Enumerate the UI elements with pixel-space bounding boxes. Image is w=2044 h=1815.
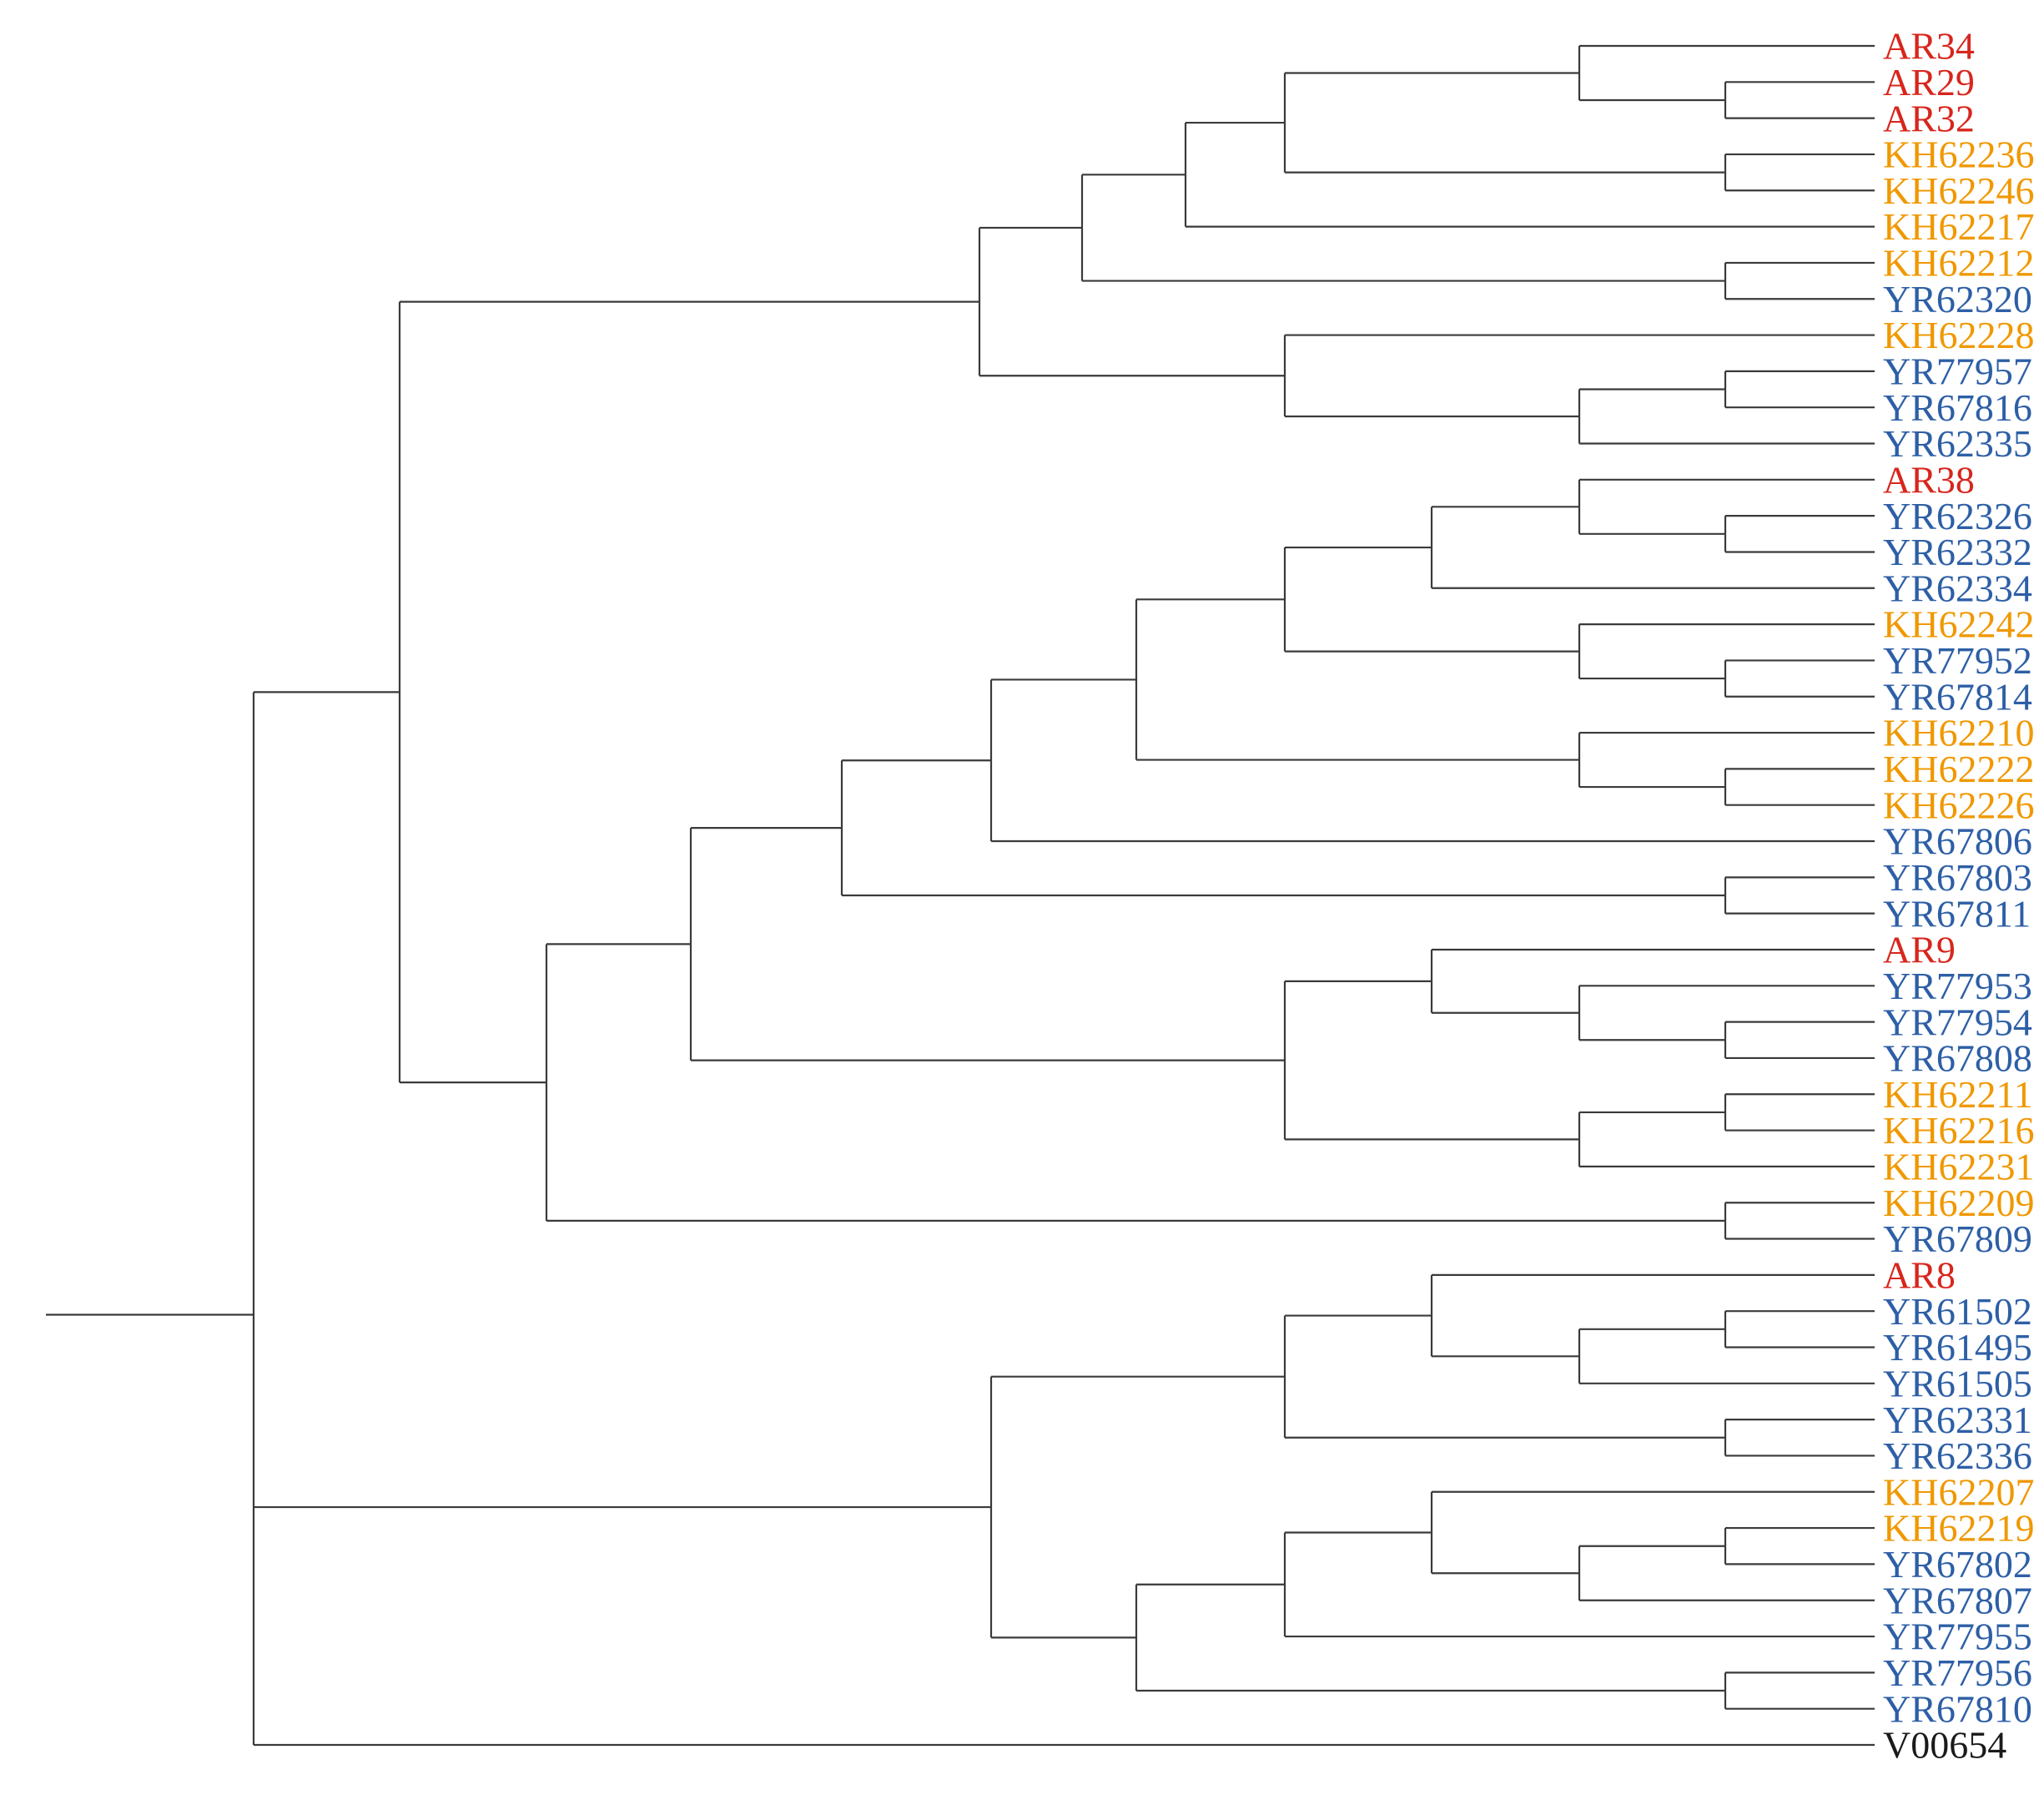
taxon-label-AR32: AR32 <box>1883 97 1975 139</box>
taxon-label-YR62334: YR62334 <box>1883 567 2032 609</box>
taxon-label-KH62210: KH62210 <box>1883 712 2034 754</box>
taxon-label-KH62211: KH62211 <box>1883 1073 2033 1116</box>
taxon-label-YR61505: YR61505 <box>1883 1362 2032 1404</box>
taxon-label-KH62209: KH62209 <box>1883 1182 2034 1224</box>
taxon-label-YR67808: YR67808 <box>1883 1037 2032 1080</box>
taxon-label-YR62335: YR62335 <box>1883 422 2032 465</box>
taxon-label-YR67806: YR67806 <box>1883 820 2032 863</box>
taxon-label-YR77955: YR77955 <box>1883 1616 2032 1658</box>
taxon-label-YR61495: YR61495 <box>1883 1326 2032 1369</box>
taxon-label-V00654: V00654 <box>1883 1724 2006 1767</box>
taxon-label-KH62246: KH62246 <box>1883 169 2034 212</box>
taxon-label-KH62226: KH62226 <box>1883 784 2034 826</box>
taxon-label-AR9: AR9 <box>1883 929 1956 971</box>
taxon-labels: AR34AR29AR32KH62236KH62246KH62217KH62212… <box>1883 25 2034 1767</box>
taxon-label-YR77953: YR77953 <box>1883 965 2032 1007</box>
taxon-label-KH62242: KH62242 <box>1883 603 2034 646</box>
taxon-label-YR77952: YR77952 <box>1883 639 2032 682</box>
taxon-label-YR67807: YR67807 <box>1883 1579 2032 1621</box>
taxon-label-YR67802: YR67802 <box>1883 1543 2032 1586</box>
taxon-label-YR67811: YR67811 <box>1883 892 2031 935</box>
taxon-label-KH62219: KH62219 <box>1883 1507 2034 1550</box>
taxon-label-YR62331: YR62331 <box>1883 1399 2032 1441</box>
taxon-label-YR67816: YR67816 <box>1883 386 2032 429</box>
taxon-label-YR62326: YR62326 <box>1883 495 2032 537</box>
taxon-label-YR67814: YR67814 <box>1883 675 2032 718</box>
taxon-label-AR34: AR34 <box>1883 25 1975 68</box>
taxon-label-KH62207: KH62207 <box>1883 1470 2034 1513</box>
taxon-label-AR8: AR8 <box>1883 1253 1956 1296</box>
taxon-label-YR62320: YR62320 <box>1883 278 2032 320</box>
taxon-label-KH62228: KH62228 <box>1883 314 2034 356</box>
taxon-label-YR77957: YR77957 <box>1883 350 2032 393</box>
taxon-label-YR61502: YR61502 <box>1883 1290 2032 1333</box>
taxon-label-KH62217: KH62217 <box>1883 205 2034 248</box>
taxon-label-YR77956: YR77956 <box>1883 1651 2032 1694</box>
taxon-label-YR62332: YR62332 <box>1883 531 2032 573</box>
taxon-label-KH62231: KH62231 <box>1883 1146 2034 1188</box>
taxon-label-YR77954: YR77954 <box>1883 1001 2032 1043</box>
taxon-label-YR67810: YR67810 <box>1883 1687 2032 1730</box>
branch-lines <box>46 44 1875 1747</box>
taxon-label-AR38: AR38 <box>1883 458 1975 501</box>
taxon-label-KH62216: KH62216 <box>1883 1109 2034 1152</box>
taxon-label-YR67803: YR67803 <box>1883 856 2032 899</box>
taxon-label-KH62212: KH62212 <box>1883 242 2034 285</box>
taxon-label-AR29: AR29 <box>1883 61 1975 103</box>
taxon-label-YR67809: YR67809 <box>1883 1218 2032 1260</box>
taxon-label-YR62336: YR62336 <box>1883 1434 2032 1477</box>
taxon-label-KH62222: KH62222 <box>1883 748 2034 790</box>
taxon-label-KH62236: KH62236 <box>1883 134 2034 176</box>
